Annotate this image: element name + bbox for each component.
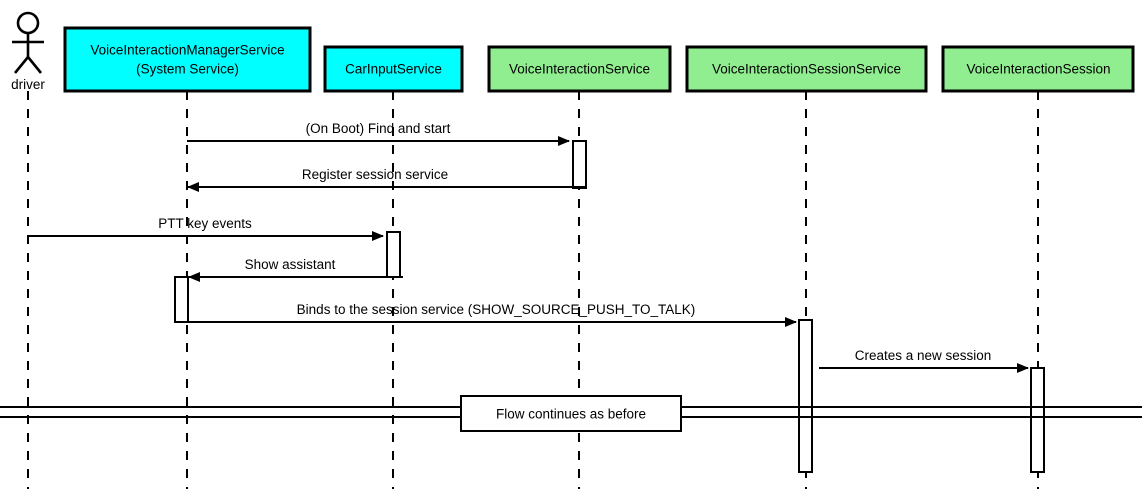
actor-leg-left-icon [13,56,30,74]
message-label-show-assistant: Show assistant [245,257,336,272]
participant-vsession[interactable]: VoiceInteractionSession [941,45,1135,93]
activation-bar-viss [798,319,813,473]
message-label-binds-to-session-service: Binds to the session service (SHOW_SOURC… [297,302,696,317]
participant-box-viss[interactable] [685,45,928,93]
participant-label-vsession: VoiceInteractionSession [966,62,1110,77]
message-show-assistant: Show assistant [188,257,403,282]
driver-actor: driver [11,11,45,92]
actor-head-icon [16,11,40,35]
activation-bar-carinput [386,231,401,278]
message-binds-to-session-service: Binds to the session service (SHOW_SOURC… [181,302,797,327]
activation-bar-vsession [1030,367,1045,473]
activation-bar-vims [174,276,189,323]
participant-box-vsession[interactable] [941,45,1135,93]
message-register-session-service: Register session service [187,167,586,192]
divider-box [460,395,682,432]
participant-vis[interactable]: VoiceInteractionService [487,45,672,93]
participant-label-vis: VoiceInteractionService [509,62,650,77]
participant-label-vims-line1: VoiceInteractionManagerService [90,43,284,58]
divider-label: Flow continues as before [496,407,646,422]
flow-continues-divider: Flow continues as before [0,395,1142,432]
message-ptt-key-events: PTT key events [28,216,384,241]
message-creates-a-new-session: Creates a new session [819,348,1029,373]
participant-vims[interactable]: VoiceInteractionManagerService (System S… [63,26,312,93]
participant-label-viss: VoiceInteractionSessionService [712,62,901,77]
participant-viss[interactable]: VoiceInteractionSessionService [685,45,928,93]
message-label-ptt-key-events: PTT key events [158,216,252,231]
activation-bar-vis [572,140,587,189]
actor-leg-right-icon [26,56,43,74]
message-label-register-session-service: Register session service [302,167,448,182]
participant-box-vims[interactable] [63,26,312,93]
message-label-on-boot-find-and-start: (On Boot) Find and start [306,121,451,136]
participant-label-vims-line2: (System Service) [136,62,239,77]
participant-carinput[interactable]: CarInputService [323,45,464,93]
message-label-creates-a-new-session: Creates a new session [855,348,992,363]
participant-label-carinput: CarInputService [345,62,442,77]
participant-box-vis[interactable] [487,45,672,93]
actor-label: driver [11,77,45,92]
message-on-boot-find-and-start: (On Boot) Find and start [187,121,570,146]
participant-box-carinput[interactable] [323,45,464,93]
